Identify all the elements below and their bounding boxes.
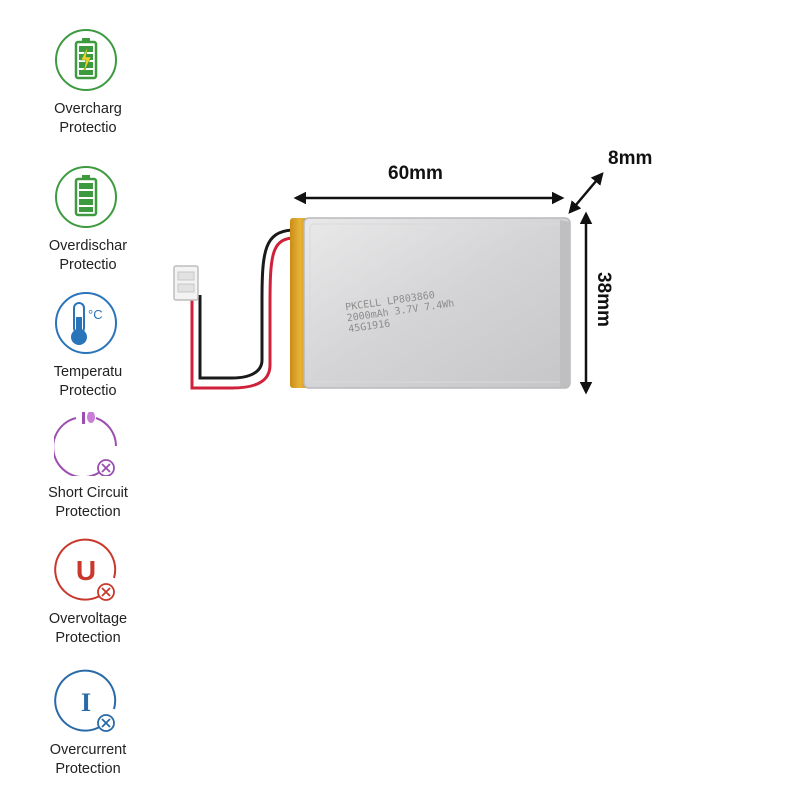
feature-label: Temperatu Protectio [53,364,123,399]
feature-label: Overvoltage Protection [48,611,128,646]
length-dimension-label: 60mm [388,163,443,184]
thickness-dimension-arrow [568,172,604,214]
overvoltage-icon: U [54,538,117,601]
thickness-dimension-label: 8mm [608,148,653,169]
short-circuit-icon [54,412,117,476]
overcurrent-icon: I [54,669,117,732]
thermometer-icon: °C [55,292,117,354]
svg-text:U: U [76,555,96,586]
feature-label: Overdischar Protectio [48,238,128,273]
svg-text:°C: °C [88,307,103,322]
svg-text:I: I [81,688,91,717]
battery-wires [190,228,293,390]
battery-cell: PKCELL LP803860 2000mAh 3.7V 7.4Wh 45G19… [290,217,571,389]
feature-label: Short Circuit Protection [48,485,128,520]
feature-label: Overcharg Protectio [54,101,122,136]
width-dimension-label: 38mm [593,272,614,327]
battery-charging-icon [55,29,117,91]
feature-label: Overcurrent Protection [49,742,127,777]
battery-full-icon [55,166,117,228]
jst-connector [173,265,199,301]
